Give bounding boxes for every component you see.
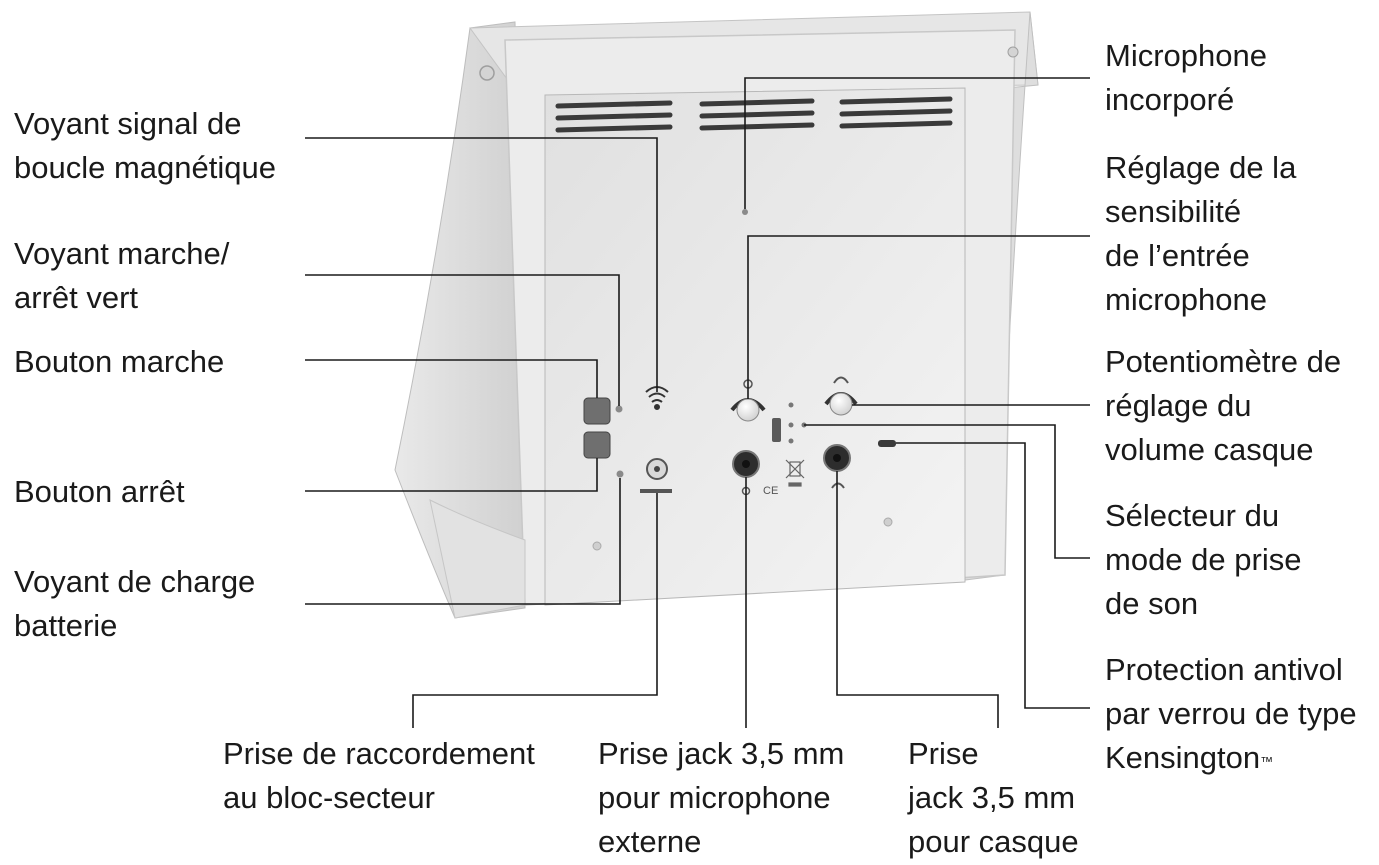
mic-jack-core (742, 460, 750, 468)
ventilation-grills (555, 96, 953, 133)
headphone-icon-top (833, 376, 849, 384)
callout-mic-sensitivity: Réglage de la sensibilité de l’entrée mi… (1105, 150, 1297, 317)
callout-power-indicator: Voyant marche/ arrêt vert (14, 236, 230, 315)
headphone-jack-core (833, 454, 841, 462)
headphone-icon-bottom (831, 482, 845, 489)
power-socket-pin (654, 466, 660, 472)
kensington-slot[interactable] (878, 440, 896, 447)
lower-left-bevel (429, 499, 526, 619)
weee-icon (785, 459, 805, 487)
callout-charge-indicator: Voyant de charge batterie (14, 564, 256, 643)
leader-antitheft (896, 442, 1090, 709)
mode-selector-switch[interactable] (772, 418, 781, 442)
off-button[interactable] (583, 431, 611, 459)
callout-loop-indicator: Voyant signal de boucle magnétique (14, 106, 276, 185)
leader-charge-indicator (305, 478, 621, 605)
screw-top-right (1007, 46, 1019, 58)
callout-power-socket: Prise de raccordement au bloc-secteur (223, 736, 535, 815)
callout-off-button: Bouton arrêt (14, 474, 185, 509)
on-button[interactable] (583, 397, 611, 425)
ce-marking: CE (763, 485, 778, 497)
power-indicator-led (615, 405, 623, 413)
trademark-symbol: ™ (1260, 754, 1274, 769)
callout-builtin-mic: Microphone incorporé (1105, 38, 1267, 117)
leader-off-button (305, 458, 598, 492)
leader-loop-indicator (305, 137, 658, 392)
mode-dot-4 (788, 438, 794, 444)
callout-headphone-jack: Prise jack 3,5 mm pour casque (908, 736, 1079, 859)
mode-dot-2 (788, 422, 794, 428)
leader-power-indicator (305, 274, 620, 406)
panel-screw-left (592, 541, 602, 551)
power-socket-label (640, 489, 672, 493)
mode-dot-1 (788, 402, 794, 408)
leader-mic-sensitivity (747, 235, 1090, 399)
leader-on-button (305, 359, 598, 398)
mic-sensitivity-knob[interactable] (730, 398, 766, 422)
back-panel (544, 87, 966, 606)
leader-builtin-mic (744, 77, 1090, 209)
callout-mic-jack: Prise jack 3,5 mm pour microphone extern… (598, 736, 845, 859)
callout-antitheft: Protection antivol par verrou de type Ke… (1105, 652, 1357, 775)
leader-mode-selector (804, 424, 1090, 559)
panel-screw-right (883, 517, 893, 527)
callout-mode-selector: Sélecteur du mode de prise de son (1105, 498, 1302, 621)
leader-lines (305, 77, 1090, 728)
left-side-panel (394, 21, 526, 619)
callout-on-button: Bouton marche (14, 344, 225, 379)
controls: CE (583, 209, 896, 551)
leader-power-socket (412, 493, 658, 728)
antitheft-line-3: Kensington (1105, 740, 1261, 775)
charge-indicator-led (616, 470, 624, 478)
volume-knob[interactable] (824, 392, 858, 416)
leader-headphone-jack (836, 471, 999, 728)
callout-volume-pot: Potentiomètre de réglage du volume casqu… (1105, 344, 1342, 467)
builtin-mic-hole (742, 209, 748, 215)
screw-top-left (479, 65, 495, 81)
